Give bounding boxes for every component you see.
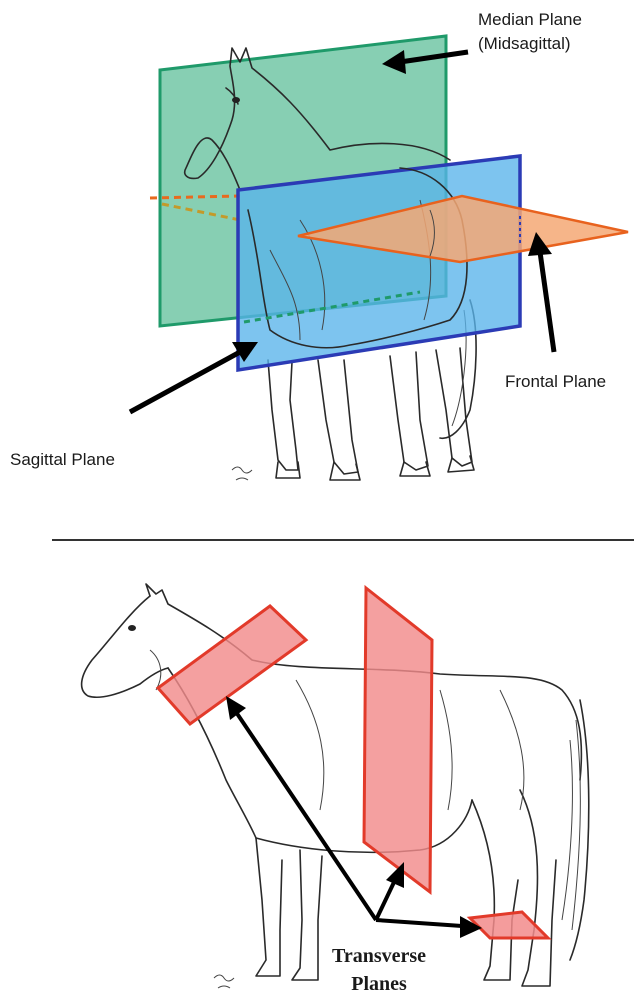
- median-plane-label-line1: Median Plane: [478, 8, 582, 32]
- sagittal-plane-label: Sagittal Plane: [10, 450, 115, 470]
- transverse-plane-trunk: [364, 588, 432, 892]
- top-panel: [130, 36, 628, 480]
- sagittal-plane: [238, 156, 520, 370]
- artist-signature-bottom: [214, 975, 234, 988]
- transverse-planes-label-line2: Planes: [332, 970, 426, 998]
- arrow-sagittal: [130, 342, 258, 412]
- arrow-frontal: [528, 232, 554, 352]
- median-plane-label: Median Plane (Midsagittal): [478, 8, 582, 56]
- transverse-planes-label: Transverse Planes: [332, 942, 426, 998]
- transverse-planes-label-line1: Transverse: [332, 942, 426, 970]
- bottom-panel: [82, 584, 589, 988]
- frontal-plane-label: Frontal Plane: [505, 372, 606, 392]
- artist-signature: [232, 467, 252, 480]
- median-plane-label-line2: (Midsagittal): [478, 32, 582, 56]
- arrows-transverse: [226, 696, 482, 938]
